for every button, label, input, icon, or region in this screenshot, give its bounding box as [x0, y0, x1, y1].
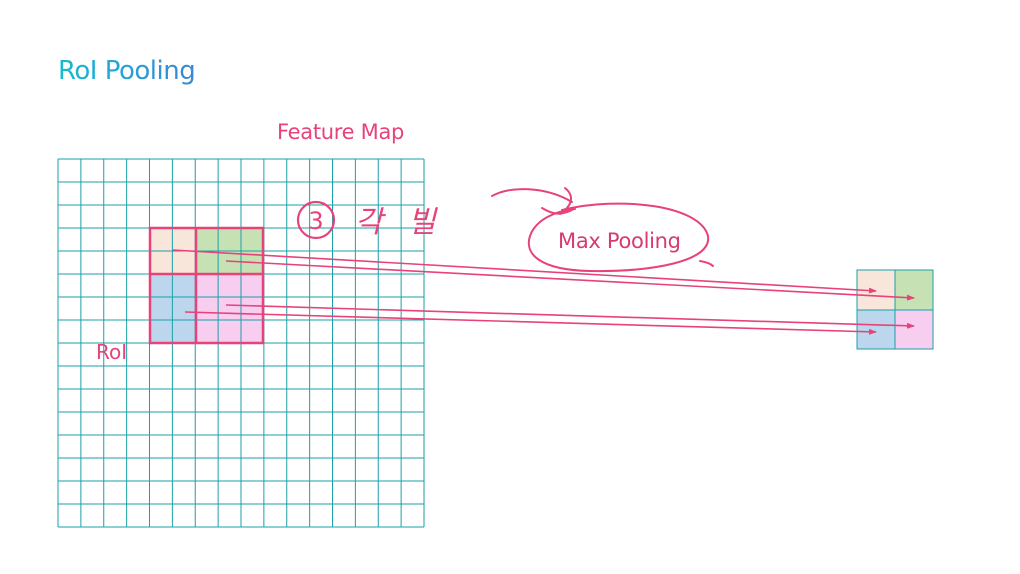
arrow-top-right	[225, 260, 915, 301]
output-cell-top-right	[895, 270, 933, 310]
roi-box	[148, 226, 265, 345]
roi-section-bottom-right	[196, 274, 263, 343]
max-pooling-label: Max Pooling	[558, 229, 681, 253]
output-cell-bottom-left	[857, 310, 895, 349]
pooling-arrows	[172, 249, 915, 335]
arrow-bottom-left	[184, 311, 877, 335]
step-number: 3	[308, 207, 323, 235]
max-pooling-oval	[491, 187, 714, 273]
handwritten-korean: 각 빌	[355, 205, 444, 240]
roi-label: RoI	[96, 340, 128, 364]
arrow-top-left	[172, 249, 877, 294]
arrow-bottom-right	[225, 304, 915, 329]
slide-title: RoI Pooling	[58, 56, 196, 86]
output-cell-bottom-right	[895, 310, 933, 349]
step-annotation: 3 각 빌	[296, 200, 444, 240]
feature-map-label: Feature Map	[277, 120, 405, 144]
roi-section-bottom-left	[150, 274, 196, 343]
pooled-output	[856, 269, 934, 350]
roi-fills	[150, 228, 263, 343]
